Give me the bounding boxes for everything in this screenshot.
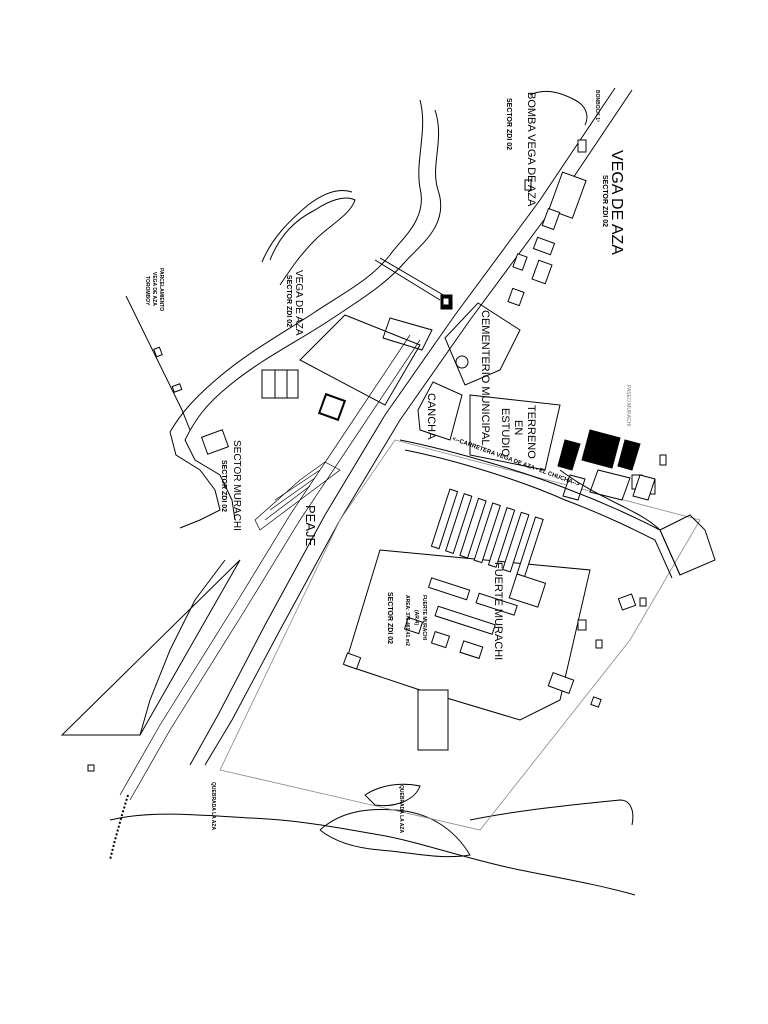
peaje-structure [254,461,341,531]
fuerte-boundary [219,439,701,831]
left-parcel [60,559,241,736]
label-fuerte-info-4: SECTOR ZDI 02 [386,592,393,644]
label-cancha: CANCHA [425,393,437,440]
buildings [87,139,667,772]
label-paseo-murachi: PASEO MURACHI [625,385,631,427]
label-bomba-sub: SECTOR ZDI 02 [505,98,512,150]
stream-lower [109,783,636,896]
label-parcelamiento-1: PARCELAMIENTO [158,268,164,311]
label-vega-de-aza-big-sub: SECTOR ZDI 02 [601,175,608,227]
left-road [125,295,191,431]
label-terreno-3: ESTUDIO [499,408,511,457]
river [169,90,588,529]
main-highway [189,87,633,766]
label-fuerte-info-1: FUERTE MURACHI [421,595,427,641]
label-fuerte-info-3: AREA: 376.461,41 m2 [404,595,410,646]
label-sector-murachi-sub: SECTOR ZDI 02 [220,460,227,512]
carretera-road [399,439,716,579]
parcels-north [299,257,561,471]
label-vega-de-aza-big: VEGA DE AZA [608,150,625,255]
label-quebrada-1: QUEBRADA LA AZA [210,782,216,830]
label-terreno-2: EN [512,420,524,435]
label-fuerte-murachi: FUERTE MURACHI [492,562,504,660]
label-cementerio: CEMENTERIO MUNICIPAL [479,310,491,445]
label-vega-de-aza-left: VEGA DE AZA [293,270,304,336]
label-fuerte-info-2: (AR-4) [413,610,419,625]
label-parcelamiento-3: TOROMBOY [144,276,150,306]
secondary-road [109,334,421,861]
fuerte-barracks [403,488,547,660]
label-bonbock: BONBOCK 1ª [594,90,600,122]
housing-east [557,429,661,531]
label-vega-de-aza-left-sub: SECTOR ZDI 02 [285,275,292,327]
label-parcelamiento-2: VEGA DE AZA [151,272,157,306]
label-quebrada-2: QUEBRADA LA AZA [398,785,404,833]
label-peaje: PEAJE [303,505,318,547]
label-bomba: BOMBA VEGA DE AZA [525,92,537,207]
label-terreno-1: TERRENO [525,405,537,459]
label-sector-murachi: SECTOR MURACHI [231,440,242,531]
